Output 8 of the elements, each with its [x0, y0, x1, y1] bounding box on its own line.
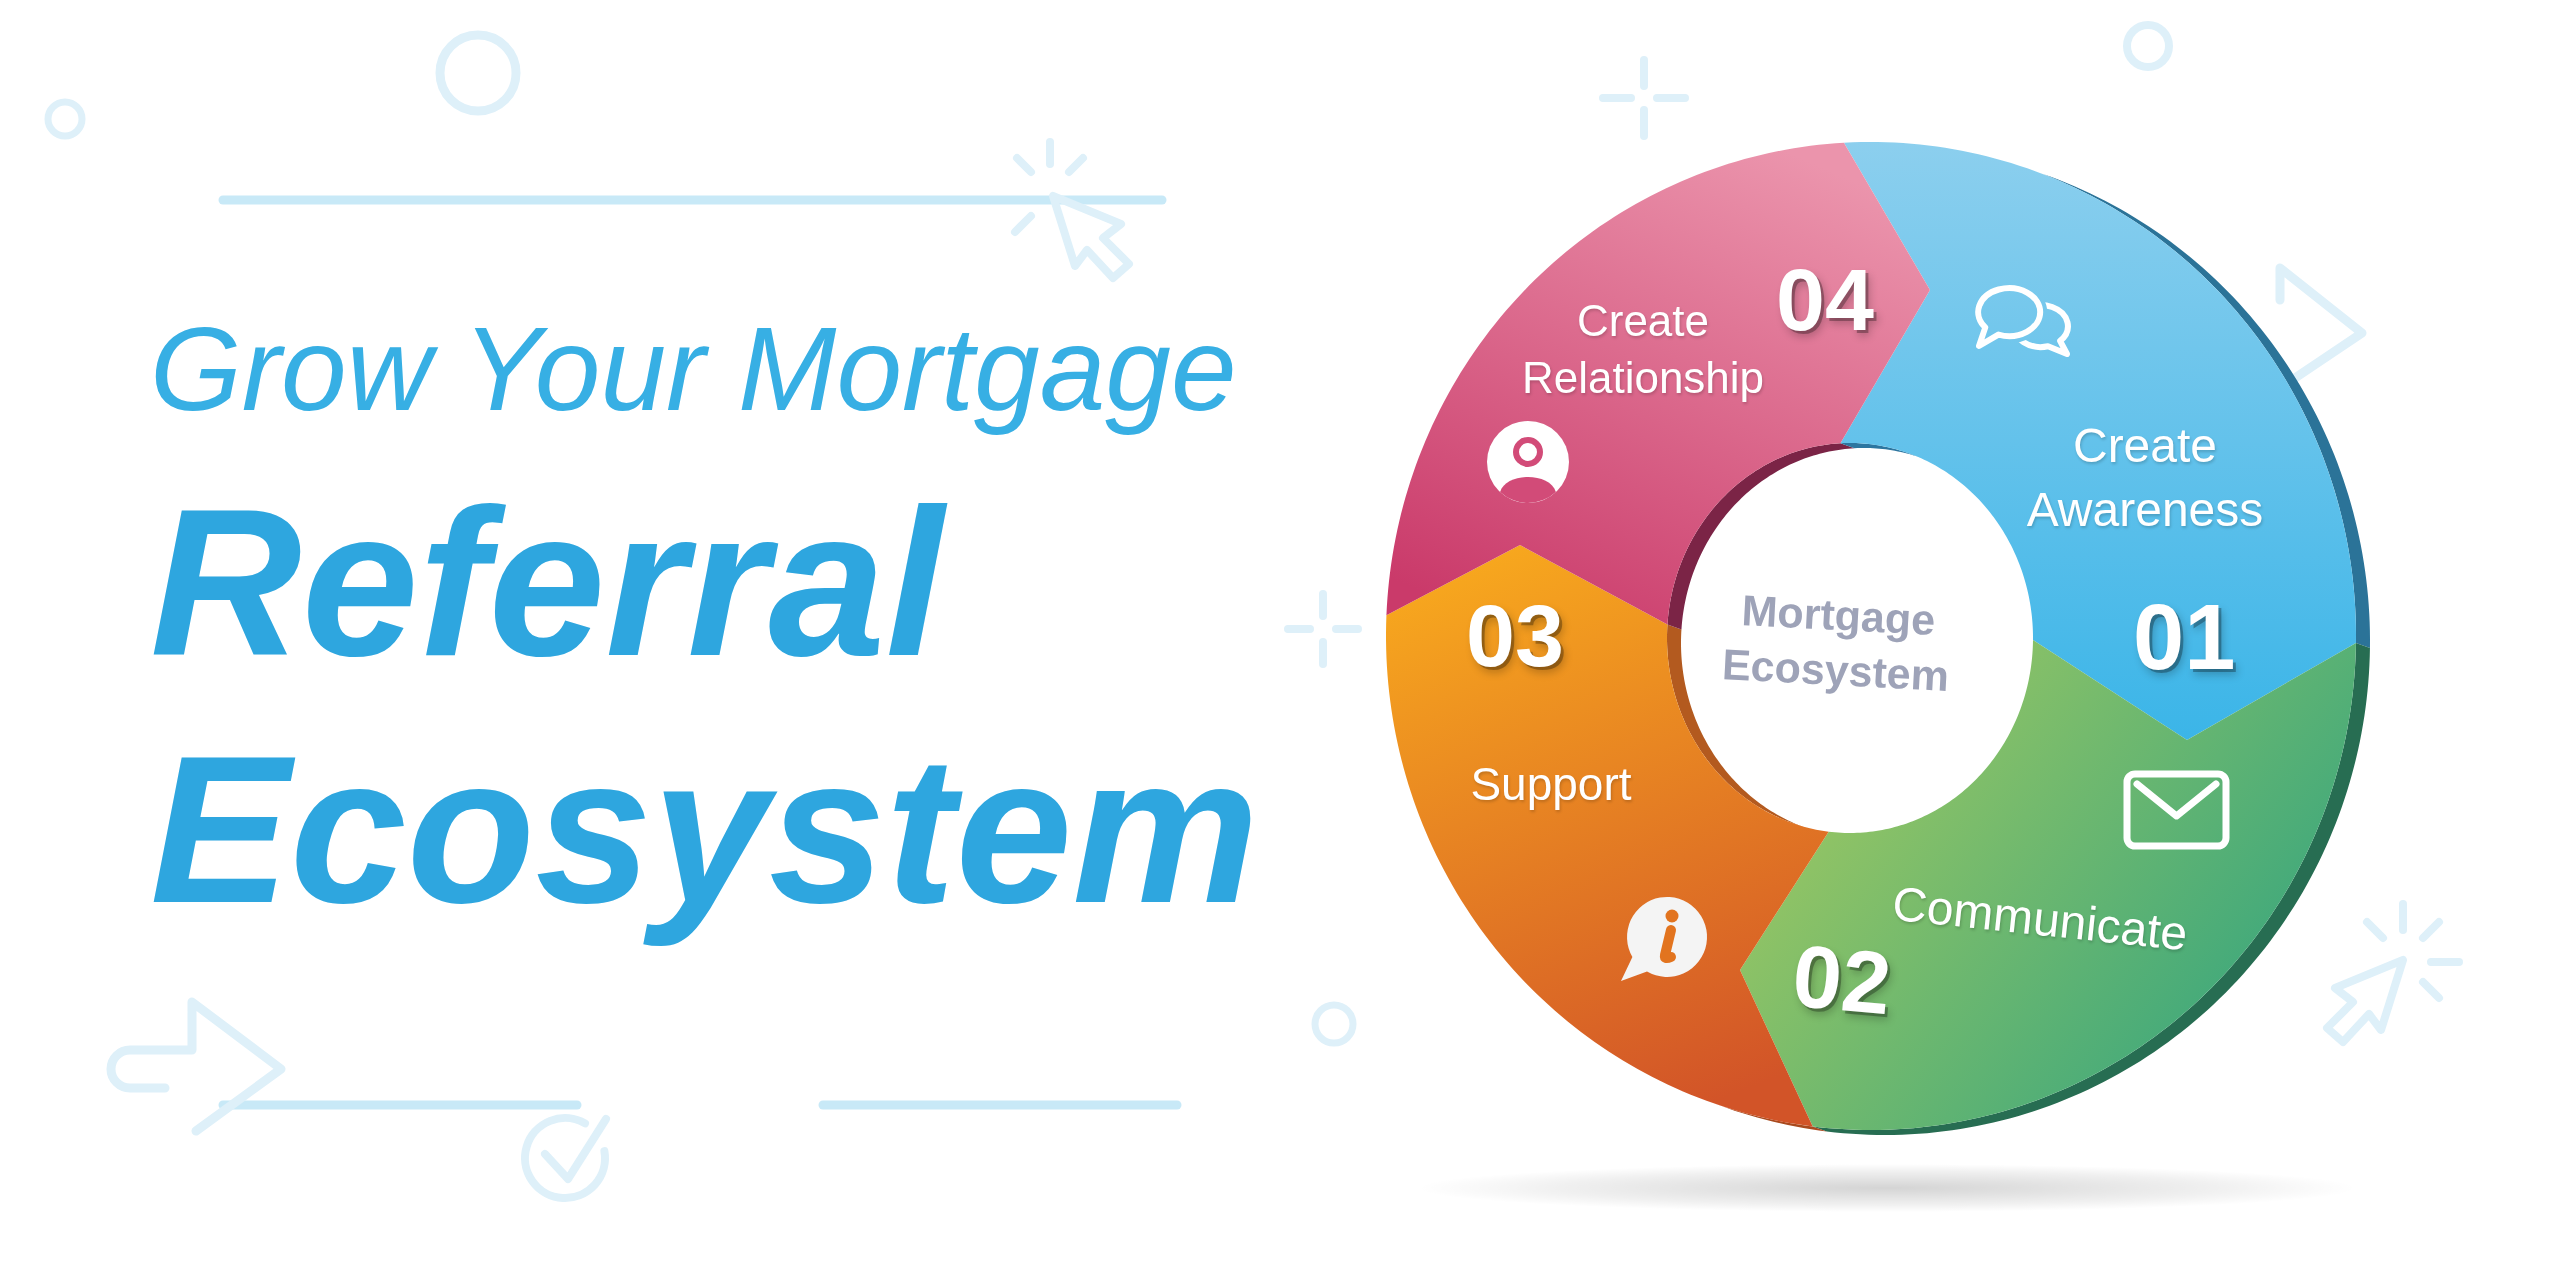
step-label: Create Relationship — [1521, 295, 1765, 404]
step-number: 03 — [1466, 592, 1564, 680]
step-label: Support — [1470, 757, 1632, 812]
step-number: 01 — [2133, 591, 2236, 683]
step-label: Create Awareness — [2026, 418, 2264, 538]
title-heading: Grow Your Mortgage Referral Ecosystem — [150, 302, 1260, 949]
hub-label: Mortgage Ecosystem — [1720, 585, 1952, 702]
step-number: 04 — [1776, 256, 1874, 344]
